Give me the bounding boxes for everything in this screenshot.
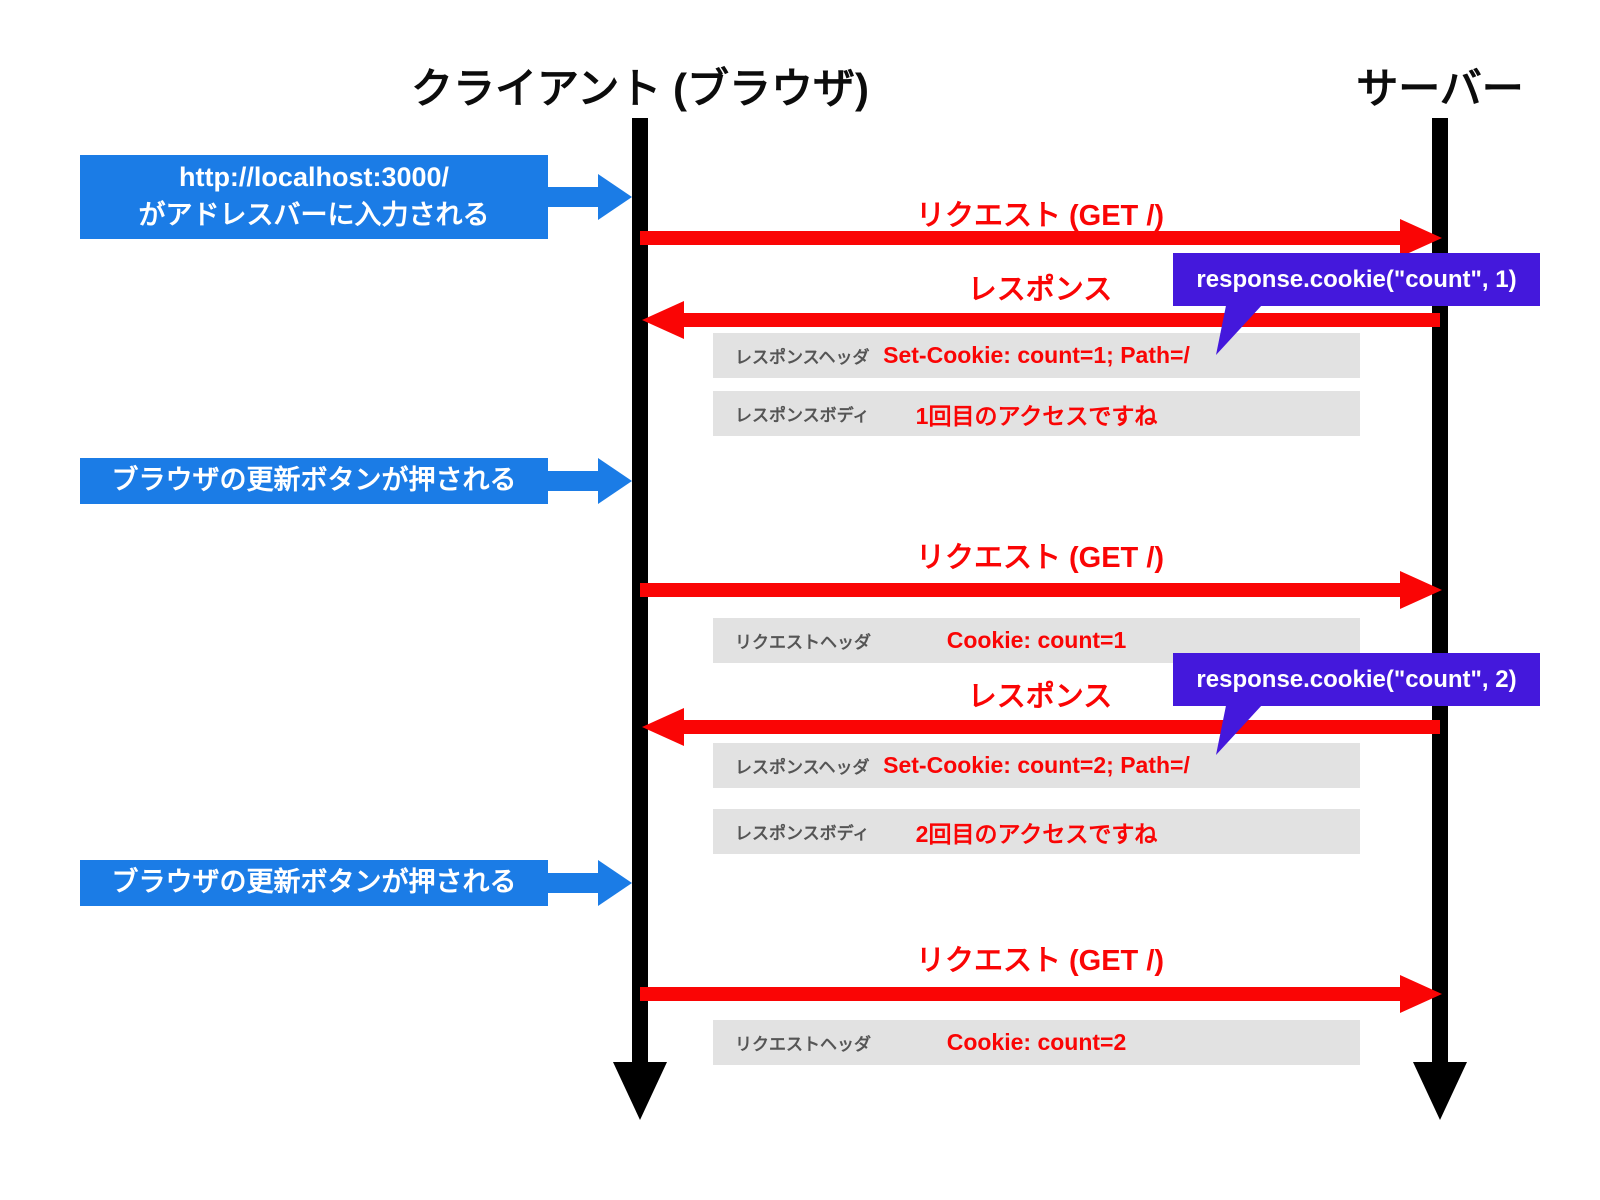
message-label-request-2: リクエスト (GET /) (915, 542, 1165, 574)
request-arrow-1-shaft (640, 231, 1402, 245)
request-arrow-3-head-icon (1400, 975, 1442, 1013)
action-arrow-head-icon (598, 458, 632, 504)
server-lifeline-arrowhead-icon (1413, 1062, 1467, 1120)
detail-row-response-body-2: レスポンスボディ 2回目のアクセスですね (713, 809, 1360, 854)
message-label-response-1: レスポンス (967, 274, 1113, 306)
action-text-line: ブラウザの更新ボタンが押される (111, 867, 517, 898)
detail-row-response-header-2: レスポンスヘッダ Set-Cookie: count=2; Path=/ (713, 743, 1360, 788)
detail-row-label: レスポンスボディ (735, 824, 870, 843)
client-lifeline-title: クライアント (ブラウザ) (411, 65, 869, 112)
detail-row-label: リクエストヘッダ (735, 633, 871, 652)
detail-row-label: レスポンスヘッダ (735, 758, 870, 777)
message-label-response-2: レスポンス (967, 681, 1113, 713)
response-arrow-2-head-icon (642, 708, 684, 746)
request-arrow-2-head-icon (1400, 571, 1442, 609)
response-arrow-1-shaft (684, 313, 1440, 327)
request-arrow-3-shaft (640, 987, 1402, 1001)
action-arrow-head-icon (598, 174, 632, 220)
action-box-refresh-1: ブラウザの更新ボタンが押される (80, 458, 548, 504)
detail-row-value: 2回目のアクセスですね (915, 820, 1158, 847)
server-lifeline-title: サーバー (1356, 65, 1524, 112)
detail-row-label: レスポンスヘッダ (735, 348, 870, 367)
detail-row-value: Set-Cookie: count=2; Path=/ (883, 752, 1190, 778)
response-arrow-2-shaft (684, 720, 1440, 734)
callout-response-cookie-2: response.cookie("count", 2) (1173, 653, 1540, 706)
action-box-url-entered: http://localhost:3000/ がアドレスバーに入力される (80, 155, 548, 239)
action-arrow-head-icon (598, 860, 632, 906)
message-label-request-3: リクエスト (GET /) (915, 945, 1165, 977)
action-arrow-shaft (546, 873, 600, 893)
detail-row-label: リクエストヘッダ (735, 1035, 871, 1054)
action-arrow-shaft (546, 471, 600, 491)
detail-row-value: Cookie: count=2 (946, 1029, 1127, 1055)
detail-row-response-header-1: レスポンスヘッダ Set-Cookie: count=1; Path=/ (713, 333, 1360, 378)
detail-row-request-header-2: リクエストヘッダ Cookie: count=2 (713, 1020, 1360, 1065)
action-text-line: ブラウザの更新ボタンが押される (111, 465, 517, 496)
client-lifeline-arrowhead-icon (613, 1062, 667, 1120)
action-box-refresh-2: ブラウザの更新ボタンが押される (80, 860, 548, 906)
request-arrow-1-head-icon (1400, 219, 1442, 257)
message-label-request-1: リクエスト (GET /) (915, 200, 1165, 232)
response-arrow-1-head-icon (642, 301, 684, 339)
action-text-line: http://localhost:3000/ (178, 162, 450, 193)
detail-row-label: レスポンスボディ (735, 406, 870, 425)
detail-row-value: 1回目のアクセスですね (915, 402, 1158, 429)
detail-row-value: Cookie: count=1 (946, 627, 1127, 653)
detail-row-response-body-1: レスポンスボディ 1回目のアクセスですね (713, 391, 1360, 436)
detail-row-value: Set-Cookie: count=1; Path=/ (883, 342, 1190, 368)
action-arrow-shaft (546, 187, 600, 207)
callout-response-cookie-1: response.cookie("count", 1) (1173, 253, 1540, 306)
request-arrow-2-shaft (640, 583, 1402, 597)
action-text-line: がアドレスバーに入力される (138, 200, 490, 230)
